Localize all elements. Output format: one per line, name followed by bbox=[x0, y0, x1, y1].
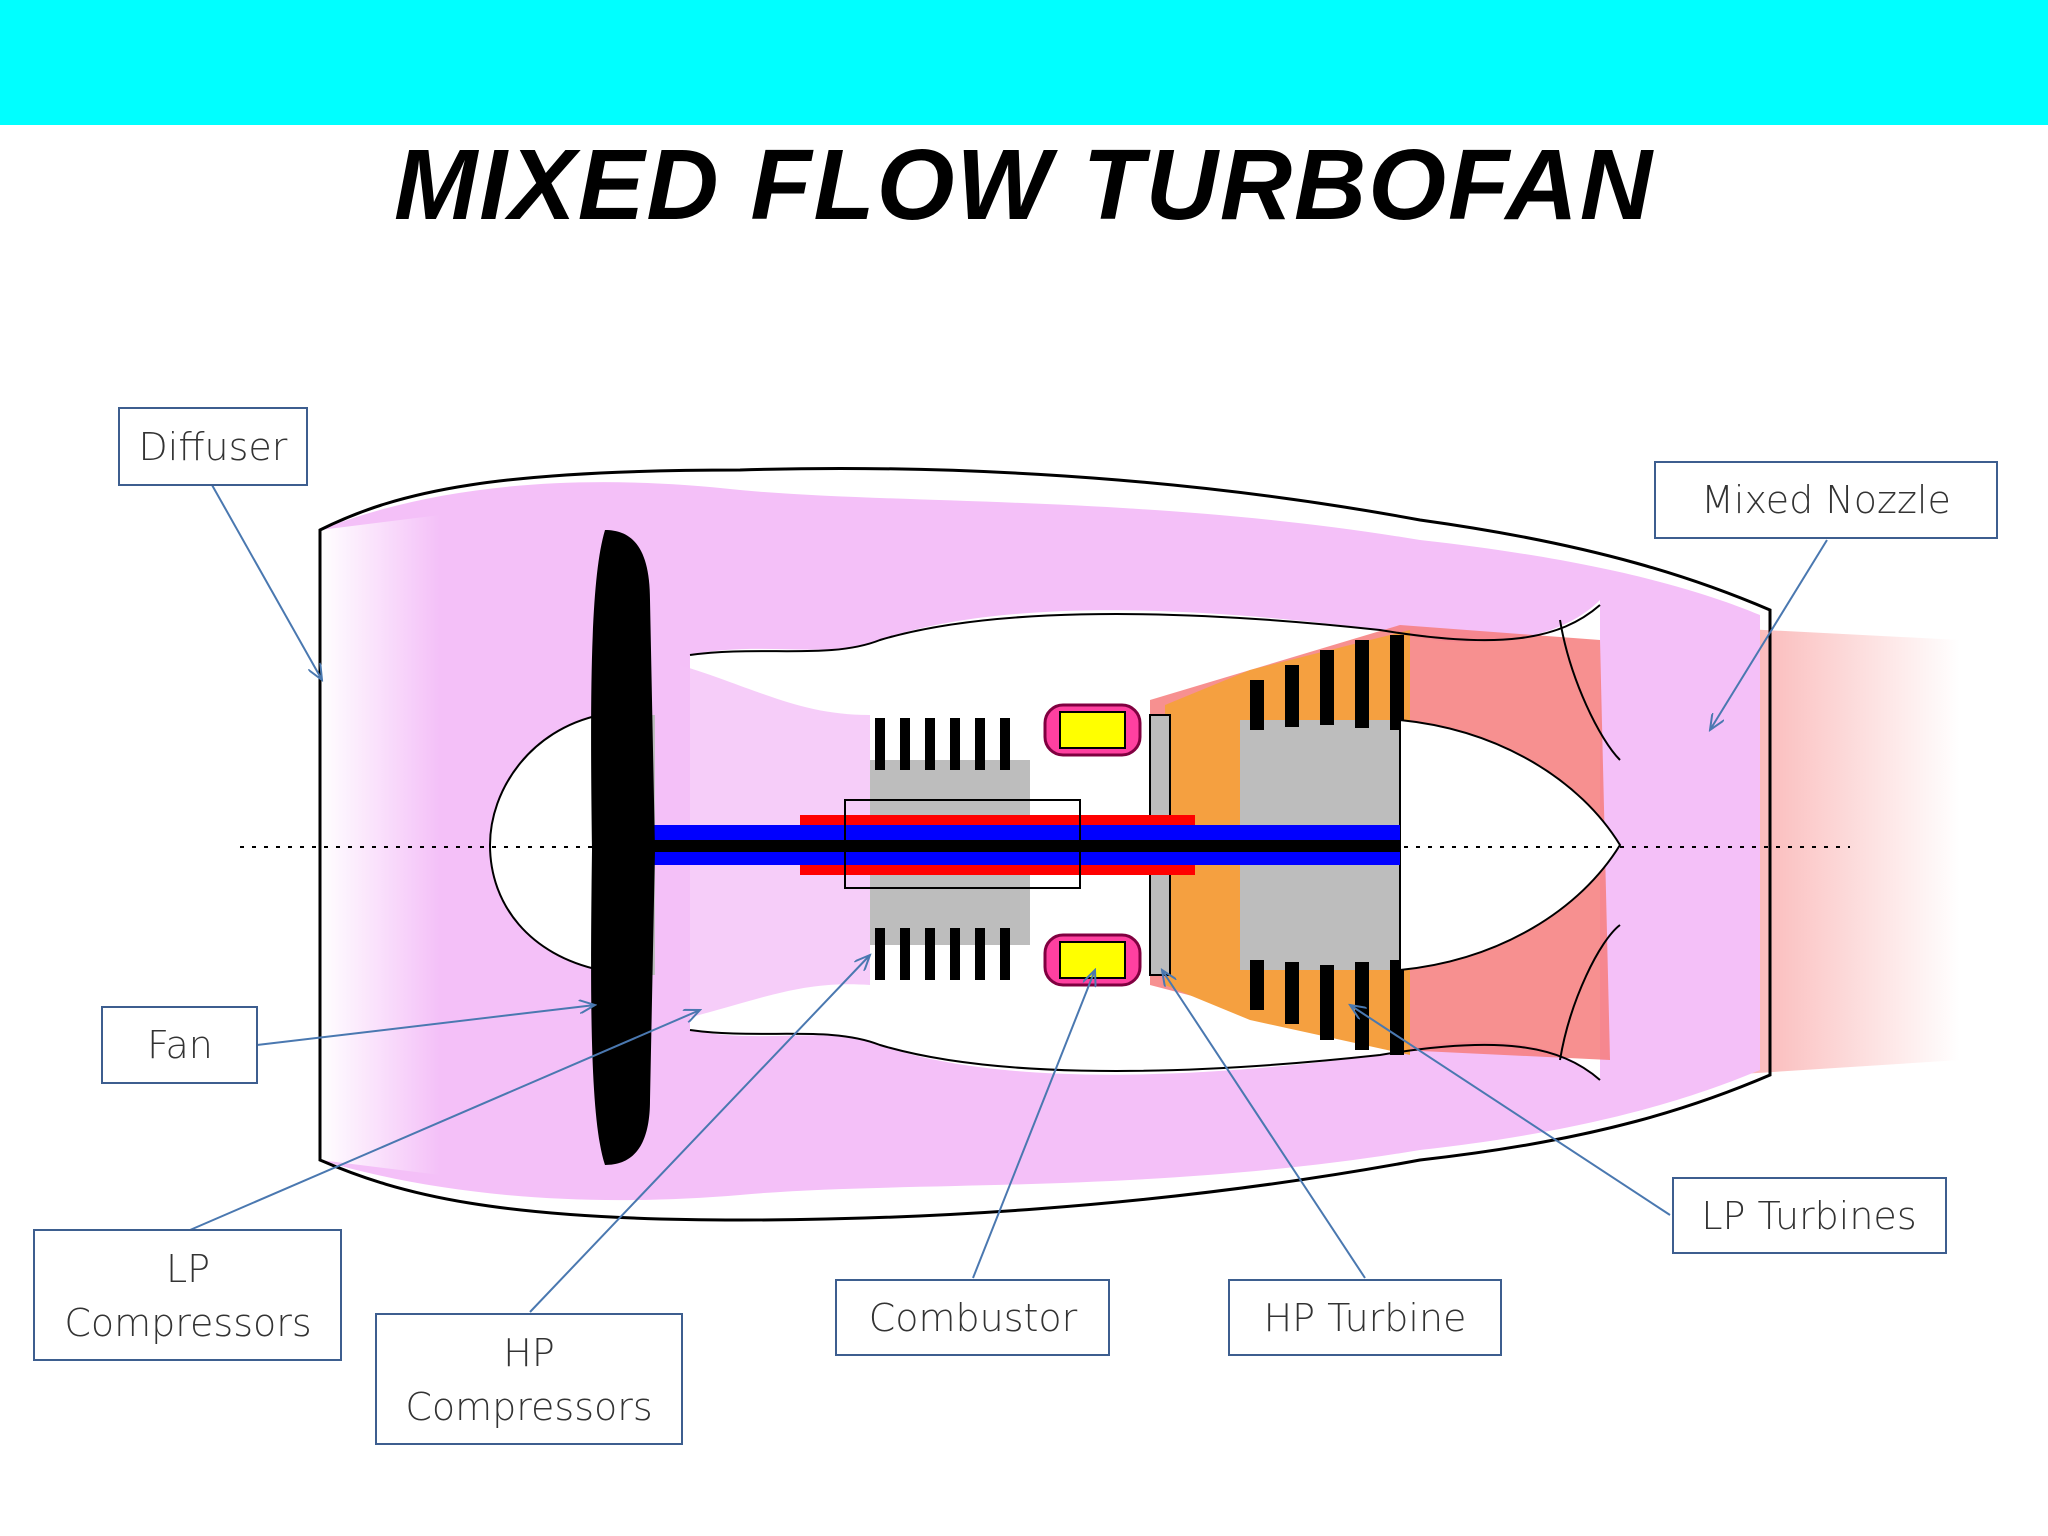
lp-turbine-blades-bottom bbox=[1250, 960, 1404, 1055]
svg-text:Combustor: Combustor bbox=[869, 1296, 1078, 1340]
label-mixed-nozzle: Mixed Nozzle bbox=[1654, 461, 1998, 539]
label-lp-compressors: LP Compressors bbox=[33, 1229, 342, 1361]
leader-lp-compressors bbox=[189, 1010, 700, 1231]
page-title: MIXED FLOW TURBOFAN bbox=[393, 129, 1655, 241]
leader-lines bbox=[189, 484, 1828, 1313]
svg-text:HP Turbine: HP Turbine bbox=[1264, 1296, 1467, 1340]
combustor-top bbox=[1043, 703, 1142, 757]
leader-mixed-nozzle bbox=[1710, 539, 1828, 730]
core-cowl bbox=[689, 604, 1601, 656]
leader-diffuser bbox=[211, 484, 322, 680]
svg-text:Compressors: Compressors bbox=[64, 1301, 311, 1345]
lp-shaft-core bbox=[595, 840, 1400, 852]
leader-hp-compressors bbox=[529, 955, 870, 1313]
leader-hp-turbine bbox=[1162, 970, 1366, 1279]
hp-compressor-blades-bottom bbox=[875, 928, 1010, 980]
svg-text:Fan: Fan bbox=[147, 1023, 213, 1067]
core-cowl-lower bbox=[689, 1029, 1601, 1081]
svg-text:LP: LP bbox=[166, 1247, 210, 1291]
svg-text:Compressors: Compressors bbox=[405, 1385, 652, 1429]
svg-text:HP: HP bbox=[503, 1331, 555, 1375]
top-banner bbox=[0, 0, 2048, 125]
fan-blade bbox=[591, 530, 655, 1165]
svg-text:LP Turbines: LP Turbines bbox=[1701, 1194, 1916, 1238]
lp-turbine-blades-top bbox=[1250, 635, 1404, 730]
hp-shaft-sleeve bbox=[844, 799, 1081, 889]
mixer-top bbox=[1559, 619, 1621, 761]
svg-text:Diffuser: Diffuser bbox=[139, 425, 288, 469]
label-fan: Fan bbox=[101, 1006, 258, 1084]
inlet bbox=[320, 515, 440, 1175]
svg-text:Mixed Nozzle: Mixed Nozzle bbox=[1701, 478, 1951, 522]
leader-lp-turbines bbox=[1350, 1005, 1671, 1216]
nacelle-outline bbox=[318, 466, 1772, 1222]
hp-compressor-blades-top bbox=[875, 718, 1010, 770]
tail-cone bbox=[1399, 718, 1622, 972]
label-hp-compressors: HP Compressors bbox=[375, 1313, 683, 1445]
label-hp-turbine: HP Turbine bbox=[1228, 1279, 1502, 1356]
leader-combustor bbox=[972, 970, 1095, 1279]
label-combustor: Combustor bbox=[835, 1279, 1110, 1356]
label-lp-turbines: LP Turbines bbox=[1672, 1177, 1947, 1254]
mixer-bottom bbox=[1559, 924, 1621, 1061]
label-diffuser: Diffuser bbox=[118, 407, 308, 486]
leader-fan bbox=[256, 1005, 595, 1046]
